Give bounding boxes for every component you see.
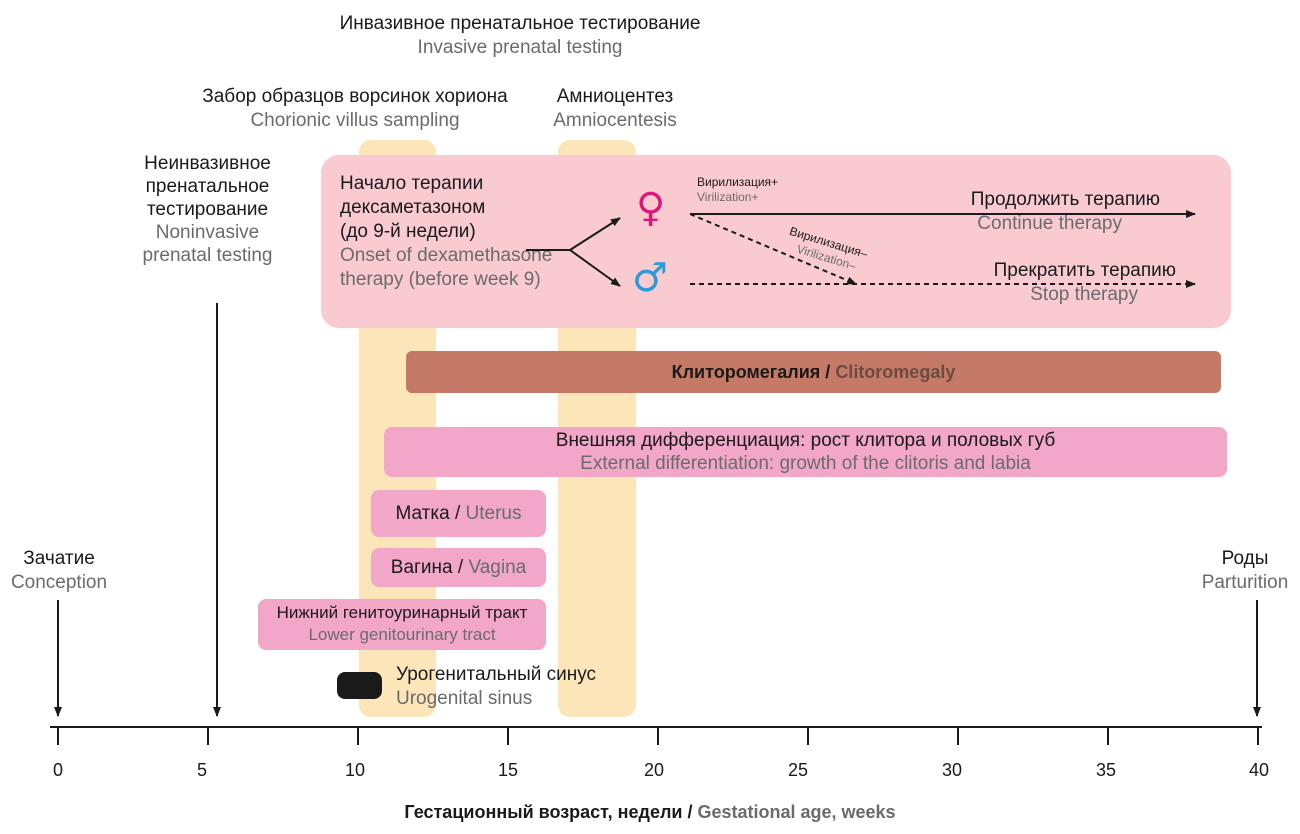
- conception-ru: Зачатие: [23, 548, 95, 569]
- cvs-ru: Забор образцов ворсинок хориона: [202, 86, 508, 107]
- tick-label: 5: [196, 760, 207, 780]
- tick-label: 35: [1095, 760, 1117, 780]
- uterus-sep: /: [449, 502, 466, 524]
- continue-ru: Продолжить терапию: [970, 189, 1160, 210]
- sinus-ru: Урогенитальный синус: [396, 664, 597, 685]
- nipt-en-1: Noninvasive: [155, 222, 260, 243]
- clito-en: Clitoromegaly: [835, 361, 956, 382]
- external-en: External differentiation: growth of the …: [580, 453, 1031, 474]
- parturition-ru: Роды: [1221, 548, 1269, 569]
- vir-plus-en: Virilization+: [697, 190, 759, 204]
- therapy-en-2: therapy (before week 9): [340, 269, 541, 290]
- cvs-header: Забор образцов ворсинок хориона Chorioni…: [190, 85, 520, 133]
- nipt-ru-3: тестирование: [146, 199, 269, 220]
- lgt-en: Lower genitourinary tract: [308, 625, 496, 644]
- uterus-bar: Матка / Uterus: [371, 490, 546, 537]
- male-symbol-icon: ♂: [632, 255, 668, 301]
- nipt-en-2: prenatal testing: [142, 245, 273, 266]
- vagina-bar: Вагина / Vagina: [371, 548, 546, 587]
- invasive-ru: Инвазивное пренатальное тестирование: [339, 13, 701, 34]
- uterus-en: Uterus: [465, 502, 522, 524]
- continue-therapy-label: Продолжить терапию Continue therapy: [900, 188, 1160, 236]
- vagina-sep: /: [452, 556, 469, 578]
- clito-sep: /: [820, 361, 836, 382]
- therapy-en-1: Onset of dexamethasone: [340, 245, 553, 266]
- external-ru: Внешняя дифференциация: рост клитора и п…: [555, 430, 1056, 451]
- stop-therapy-label: Прекратить терапию Stop therapy: [900, 259, 1176, 307]
- tick-label: 40: [1248, 760, 1270, 780]
- sinus-en: Urogenital sinus: [396, 688, 533, 709]
- axis-label-sep: /: [682, 802, 698, 822]
- continue-en: Continue therapy: [977, 213, 1122, 234]
- uterus-ru: Матка: [395, 502, 450, 524]
- urogenital-sinus-label: Урогенитальный синус Urogenital sinus: [396, 663, 596, 711]
- x-axis-ticks: [57, 727, 1259, 745]
- invasive-testing-header: Инвазивное пренатальное тестирование Inv…: [300, 12, 740, 60]
- nipt-label: Неинвазивное пренатальное тестирование N…: [115, 152, 300, 267]
- nipt-ru-1: Неинвазивное: [144, 153, 271, 174]
- invasive-en: Invasive prenatal testing: [417, 37, 623, 58]
- x-axis-label: Гестационный возраст, недели / Gestation…: [250, 802, 1050, 823]
- axis-label-en: Gestational age, weeks: [697, 802, 896, 822]
- amnio-ru: Амниоцентез: [556, 86, 674, 107]
- vagina-ru: Вагина: [390, 556, 453, 578]
- cvs-en: Chorionic villus sampling: [250, 110, 460, 131]
- therapy-ru-3: (до 9-й недели): [340, 221, 476, 242]
- virilization-plus-label: Вирилизация+ Virilization+: [697, 175, 778, 205]
- virilization-minus-arrow: [689, 213, 857, 285]
- tick-label: 25: [787, 760, 809, 780]
- therapy-ru-2: дексаметазоном: [340, 197, 486, 218]
- tick-label: 15: [497, 760, 519, 780]
- clito-ru: Клиторомегалия: [671, 361, 821, 382]
- lower-genitourinary-tract-bar: Нижний генитоуринарный тракт Lower genit…: [258, 599, 546, 650]
- amnio-header: Амниоцентез Amniocentesis: [535, 85, 695, 133]
- axis-label-ru: Гестационный возраст, недели: [404, 802, 683, 822]
- amnio-en: Amniocentesis: [553, 110, 677, 131]
- therapy-branch-up: [569, 217, 621, 251]
- nipt-ru-2: пренатальное: [145, 176, 270, 197]
- parturition-en: Parturition: [1201, 572, 1289, 593]
- tick-label: 0: [52, 760, 63, 780]
- external-differentiation-bar: Внешняя дифференциация: рост клитора и п…: [384, 427, 1227, 477]
- therapy-ru-1: Начало терапии: [340, 173, 484, 194]
- conception-en: Conception: [10, 572, 108, 593]
- therapy-onset-label: Начало терапии дексаметазоном (до 9-й не…: [340, 172, 580, 292]
- lgt-ru: Нижний генитоуринарный тракт: [276, 603, 528, 622]
- parturition-label: Роды Parturition: [1190, 547, 1300, 595]
- female-symbol-icon: ♀: [636, 185, 666, 231]
- stop-en: Stop therapy: [1030, 284, 1138, 305]
- vagina-en: Vagina: [468, 556, 527, 578]
- vir-plus-ru: Вирилизация+: [697, 175, 779, 189]
- tick-label: 10: [344, 760, 366, 780]
- tick-label: 30: [941, 760, 963, 780]
- clitoromegaly-bar: Клиторомегалия / Clitoromegaly: [406, 351, 1221, 393]
- tick-label: 20: [643, 760, 665, 780]
- stop-ru: Прекратить терапию: [993, 260, 1176, 281]
- therapy-box: [321, 155, 1231, 328]
- urogenital-sinus-bar: [337, 672, 382, 699]
- conception-label: Зачатие Conception: [0, 547, 118, 595]
- therapy-branch-down: [569, 249, 621, 287]
